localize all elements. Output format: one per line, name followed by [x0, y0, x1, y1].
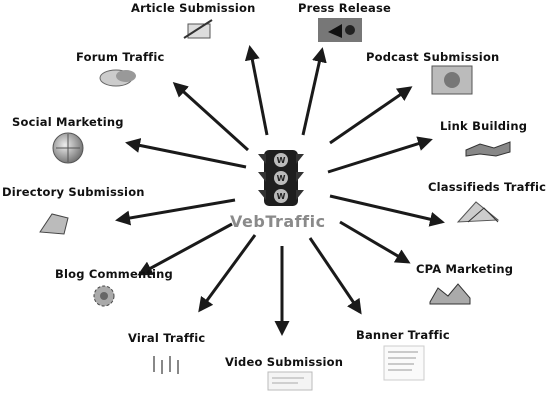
label-blog-commenting: Blog Commenting — [55, 267, 173, 281]
arrow-article-submission — [244, 45, 269, 136]
center-label: VebTraffic — [230, 212, 326, 231]
forum-traffic-icon — [99, 69, 136, 87]
label-forum-traffic: Forum Traffic — [76, 50, 165, 64]
label-banner-traffic: Banner Traffic — [356, 328, 450, 342]
viral-traffic-icon — [153, 356, 179, 374]
arrow-blog-commenting — [137, 222, 233, 276]
label-video-submission: Video Submission — [225, 355, 344, 369]
arrow-cpa-marketing — [339, 220, 411, 264]
classifieds-traffic-icon — [456, 201, 500, 223]
banner-traffic-icon — [383, 345, 425, 381]
label-cpa-marketing: CPA Marketing — [416, 262, 514, 276]
arrow-social-marketing — [125, 138, 247, 169]
label-classifieds-traffic: Classifieds Traffic — [428, 180, 547, 194]
arrow-podcast-submission — [329, 86, 413, 145]
label-podcast-submission: Podcast Submission — [366, 50, 500, 64]
arrow-classifieds-traffic — [329, 194, 445, 227]
light-letter-bottom: W — [277, 192, 286, 201]
label-directory-submission: Directory Submission — [2, 185, 145, 199]
social-marketing-icon — [52, 132, 84, 164]
traffic-light-icon: W W W — [258, 150, 304, 206]
label-viral-traffic: Viral Traffic — [128, 331, 206, 345]
label-article-submission: Article Submission — [131, 1, 256, 15]
arrow-viral-traffic — [198, 234, 257, 313]
directory-submission-icon — [39, 213, 69, 235]
arrow-directory-submission — [115, 198, 236, 226]
arrows — [115, 45, 445, 336]
arrow-forum-traffic — [172, 81, 250, 152]
press-release-icon — [318, 18, 362, 42]
video-submission-icon — [267, 371, 313, 391]
podcast-submission-icon — [431, 65, 473, 95]
cpa-marketing-icon — [429, 283, 471, 305]
article-submission-icon — [183, 19, 213, 39]
label-link-building: Link Building — [440, 119, 528, 133]
label-press-release: Press Release — [298, 1, 391, 15]
arrow-press-release — [301, 47, 327, 136]
link-building-icon — [465, 141, 511, 157]
label-social-marketing: Social Marketing — [12, 115, 124, 129]
light-letter-top: W — [277, 156, 286, 165]
arrow-banner-traffic — [308, 237, 362, 315]
light-letter-middle: W — [277, 174, 286, 183]
blog-commenting-icon — [93, 285, 115, 307]
arrow-link-building — [327, 136, 433, 174]
